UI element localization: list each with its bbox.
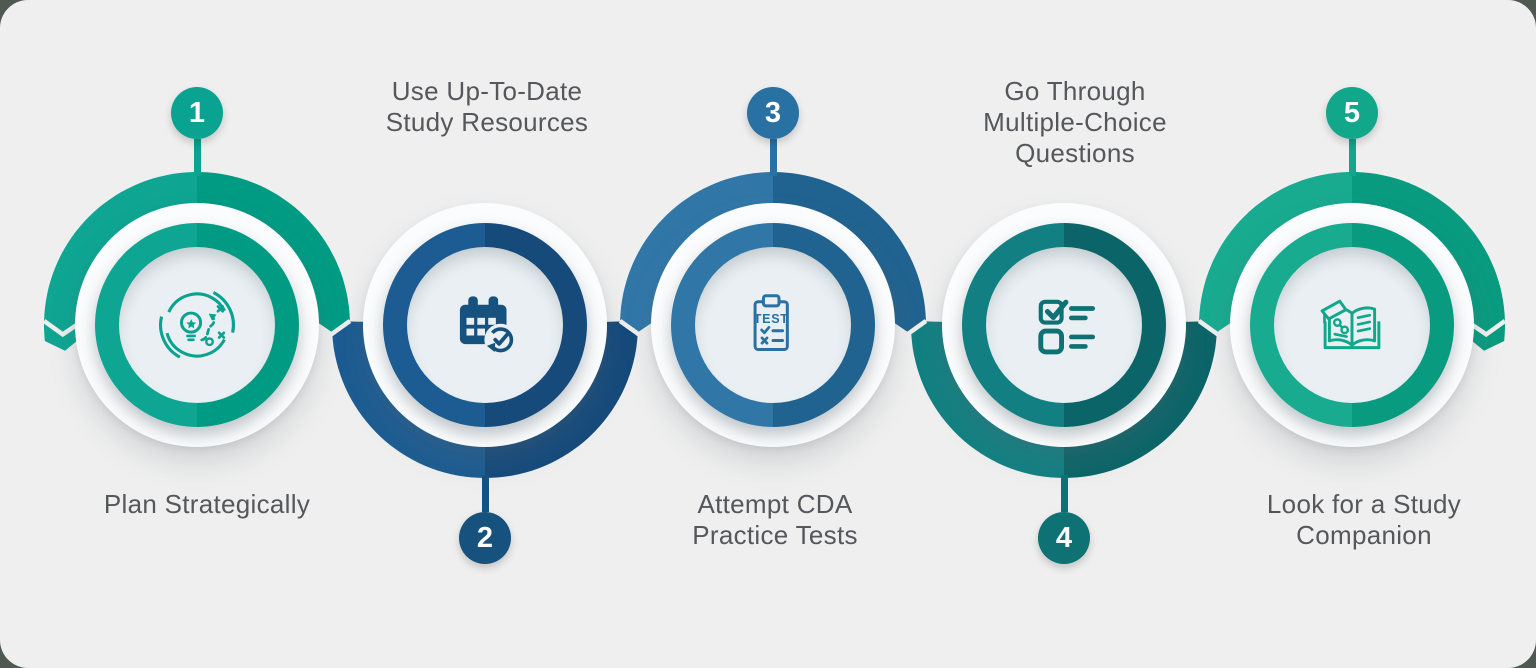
step-label: Look for a Study Companion bbox=[1266, 489, 1462, 550]
arc-end-chevron bbox=[1466, 319, 1507, 338]
junction-chevron-2-3 bbox=[618, 319, 659, 338]
connector-stem bbox=[481, 475, 489, 512]
step-circle-inner: TEST bbox=[695, 247, 851, 403]
step-number: 1 bbox=[188, 96, 206, 129]
step-number-badge: 1 bbox=[171, 87, 223, 139]
step-label: Go Through Multiple-Choice Questions bbox=[983, 76, 1167, 168]
step-circle-inner bbox=[986, 247, 1142, 403]
step-number-badge: 3 bbox=[747, 87, 799, 139]
step-number-badge: 2 bbox=[459, 512, 511, 564]
connector-stem bbox=[1060, 475, 1068, 512]
step-label: Use Up-To-Date Study Resources bbox=[385, 76, 589, 137]
connector-stem bbox=[769, 139, 777, 176]
study-book-icon bbox=[1308, 281, 1396, 369]
progress-arc-2 bbox=[332, 321, 638, 478]
step-number: 4 bbox=[1055, 521, 1073, 554]
step-circle-inner bbox=[119, 247, 275, 403]
junction-chevron-4-5 bbox=[1197, 319, 1238, 338]
arc-start-chevron bbox=[42, 319, 83, 338]
connector-stem bbox=[1348, 139, 1356, 176]
connector-stem bbox=[193, 139, 201, 176]
junction-chevron-3-4 bbox=[887, 319, 928, 338]
step-circle-inner bbox=[407, 247, 563, 403]
step-label: Plan Strategically bbox=[103, 489, 311, 519]
multiple-choice-icon bbox=[1020, 281, 1108, 369]
test-clipboard-icon: TEST bbox=[730, 282, 816, 368]
step-circle-inner bbox=[1274, 247, 1430, 403]
progress-arc-5 bbox=[1199, 172, 1505, 351]
progress-arc-3 bbox=[620, 172, 926, 335]
step-number-badge: 5 bbox=[1326, 87, 1378, 139]
progress-arc-4 bbox=[911, 321, 1217, 478]
step-number-badge: 4 bbox=[1038, 512, 1090, 564]
step-number: 3 bbox=[764, 96, 782, 129]
svg-text:TEST: TEST bbox=[754, 312, 789, 326]
step-number: 2 bbox=[476, 521, 494, 554]
step-label: Attempt CDA Practice Tests bbox=[692, 489, 858, 550]
step-number: 5 bbox=[1343, 96, 1361, 129]
calendar-check-icon bbox=[442, 282, 528, 368]
strategy-lightbulb-icon bbox=[154, 282, 240, 368]
junction-chevron-1-2 bbox=[311, 319, 352, 338]
progress-arc-1 bbox=[44, 172, 350, 351]
